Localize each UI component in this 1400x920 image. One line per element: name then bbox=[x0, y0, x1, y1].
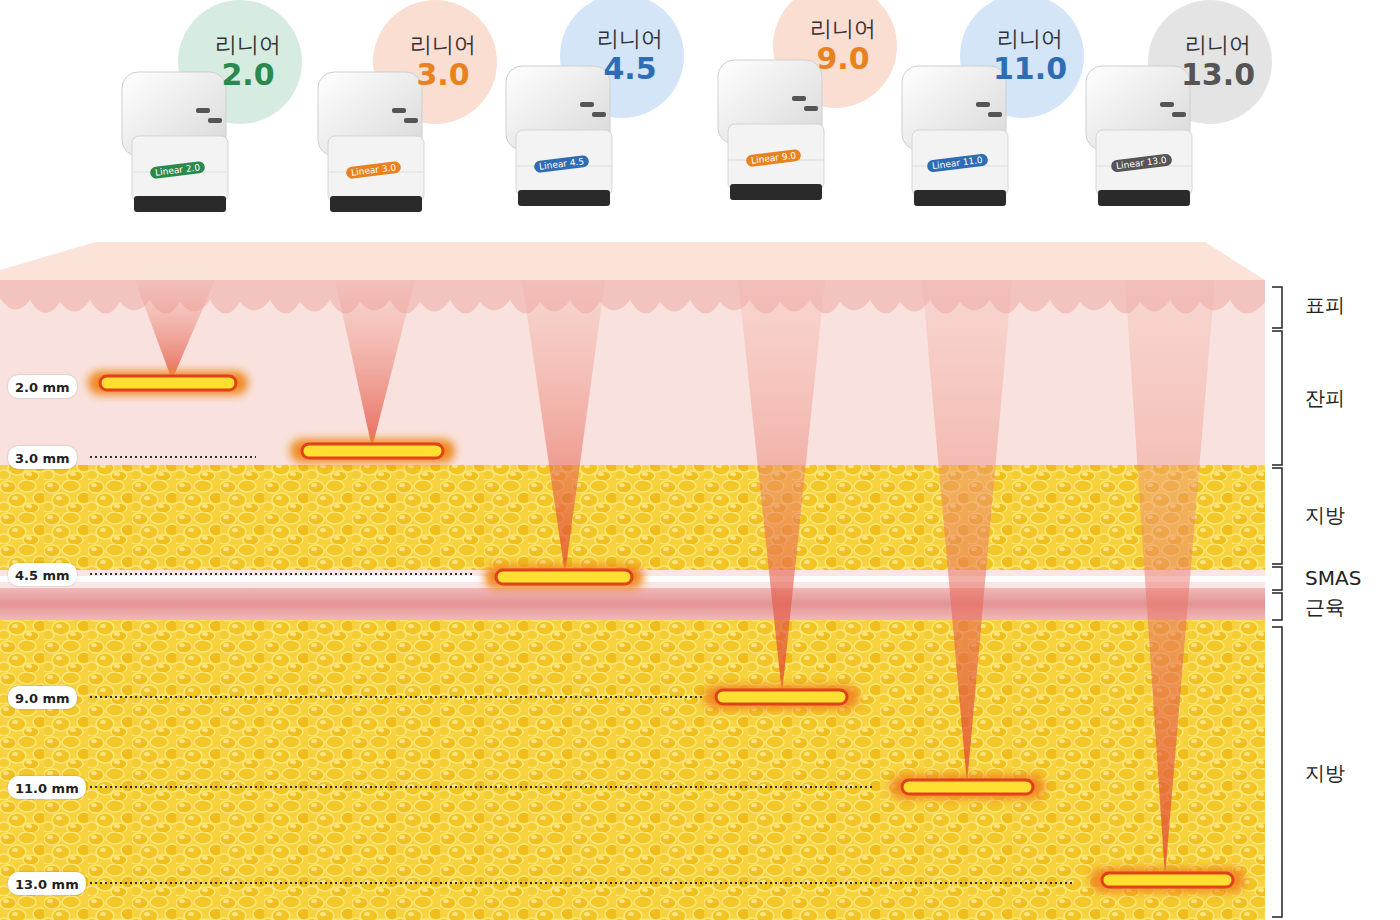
depth-value: 9.0 mm bbox=[15, 691, 70, 706]
layer-name: 근육 bbox=[1305, 594, 1345, 621]
layer-name: 잔피 bbox=[1305, 385, 1345, 412]
depth-pill: 3.0 mm bbox=[8, 446, 77, 469]
depth-pill: 9.0 mm bbox=[8, 686, 77, 709]
depth-pill: 2.0 mm bbox=[8, 375, 77, 398]
cartridge-tag: Linear 11.0 bbox=[926, 153, 988, 172]
cartridge-name: 리니어 bbox=[410, 33, 476, 57]
cartridge-circle: 리니어11.0 bbox=[960, 0, 1084, 118]
layer-name: SMAS bbox=[1305, 566, 1361, 590]
depth-value: 2.0 mm bbox=[15, 380, 70, 395]
cartridge-depth: 11.0 bbox=[993, 52, 1067, 85]
depth-value: 13.0 mm bbox=[15, 877, 79, 892]
cartridge-tag: Linear 13.0 bbox=[1110, 153, 1172, 172]
cartridge-tag: Linear 3.0 bbox=[345, 161, 401, 180]
depth-value: 11.0 mm bbox=[15, 781, 79, 796]
cartridge-tag: Linear 2.0 bbox=[149, 161, 205, 180]
cartridge-depth: 2.0 bbox=[221, 58, 274, 91]
cartridge-circle: 리니어4.5 bbox=[560, 0, 684, 118]
depth-pill: 11.0 mm bbox=[8, 776, 86, 799]
cartridge-depth: 13.0 bbox=[1181, 58, 1255, 91]
cartridge-circle: 리니어2.0 bbox=[178, 0, 302, 124]
cartridge-name: 리니어 bbox=[1185, 33, 1251, 57]
cartridge-circle: 리니어13.0 bbox=[1148, 0, 1272, 124]
cartridge-tag: Linear 4.5 bbox=[533, 155, 589, 174]
depth-value: 4.5 mm bbox=[15, 568, 70, 583]
cartridge-name: 리니어 bbox=[997, 27, 1063, 51]
depth-value: 3.0 mm bbox=[15, 451, 70, 466]
cartridge-depth: 9.0 bbox=[816, 42, 869, 75]
depth-pill: 4.5 mm bbox=[8, 563, 77, 586]
cartridge-name: 리니어 bbox=[810, 17, 876, 41]
cartridge-circle: 리니어3.0 bbox=[373, 0, 497, 124]
cartridge-name: 리니어 bbox=[597, 27, 663, 51]
cartridge-circle: 리니어9.0 bbox=[773, 0, 897, 108]
cartridge-name: 리니어 bbox=[215, 33, 281, 57]
cartridge-depth: 3.0 bbox=[416, 58, 469, 91]
layer-name: 지방 bbox=[1305, 502, 1345, 529]
depth-pill: 13.0 mm bbox=[8, 872, 86, 895]
layer-name: 지방 bbox=[1305, 760, 1345, 787]
cartridge-tag: Linear 9.0 bbox=[745, 149, 801, 168]
cartridge-depth: 4.5 bbox=[603, 52, 656, 85]
layer-name: 표피 bbox=[1305, 292, 1345, 319]
